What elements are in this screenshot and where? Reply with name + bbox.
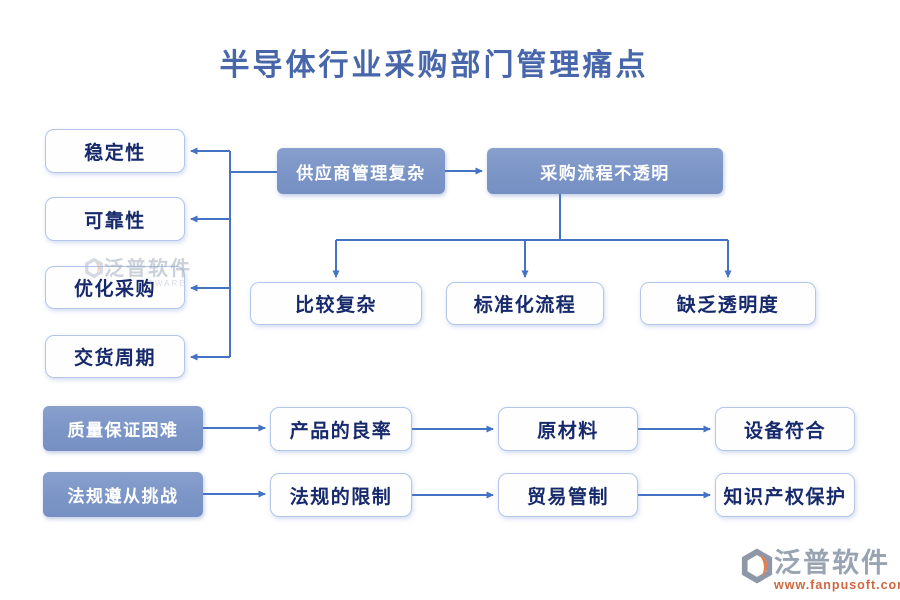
- node-stability: 稳定性: [45, 129, 185, 173]
- node-quality-assurance-difficult: 质量保证困难: [43, 406, 203, 451]
- node-raw-materials: 原材料: [498, 407, 638, 451]
- node-delivery-cycle: 交货周期: [45, 335, 185, 378]
- node-regulatory-compliance-challenge: 法规遵从挑战: [43, 472, 203, 517]
- node-reliability: 可靠性: [45, 197, 185, 241]
- watermark-brand-text: 泛普软件: [774, 548, 890, 578]
- node-product-yield: 产品的良率: [270, 407, 412, 451]
- watermark-bottom-right: 泛普软件 www.fanpusoft.com: [740, 548, 900, 592]
- watermark-partial-text: TWARE: [148, 279, 187, 288]
- node-optimize-procurement: 优化采购: [45, 266, 185, 309]
- node-rather-complex: 比较复杂: [250, 282, 422, 325]
- node-procurement-process-opaque: 采购流程不透明: [487, 148, 723, 194]
- node-standardized-process: 标准化流程: [446, 282, 604, 325]
- node-regulatory-restrictions: 法规的限制: [270, 473, 412, 517]
- watermark-brand-text: 泛普软件: [104, 258, 192, 280]
- node-ip-protection: 知识产权保护: [715, 473, 855, 517]
- fanpu-logo-icon: [85, 258, 103, 278]
- node-equipment-compliance: 设备符合: [715, 407, 855, 451]
- watermark-url-text: www.fanpusoft.com: [774, 578, 900, 592]
- node-trade-controls: 贸易管制: [498, 473, 638, 517]
- page-title: 半导体行业采购部门管理痛点: [219, 49, 649, 82]
- watermark-mid: 泛普软件 TWARE: [84, 258, 192, 288]
- node-lack-of-transparency: 缺乏透明度: [640, 282, 816, 325]
- fanpu-logo-icon: [741, 548, 773, 584]
- node-supplier-management-complex: 供应商管理复杂: [277, 148, 445, 194]
